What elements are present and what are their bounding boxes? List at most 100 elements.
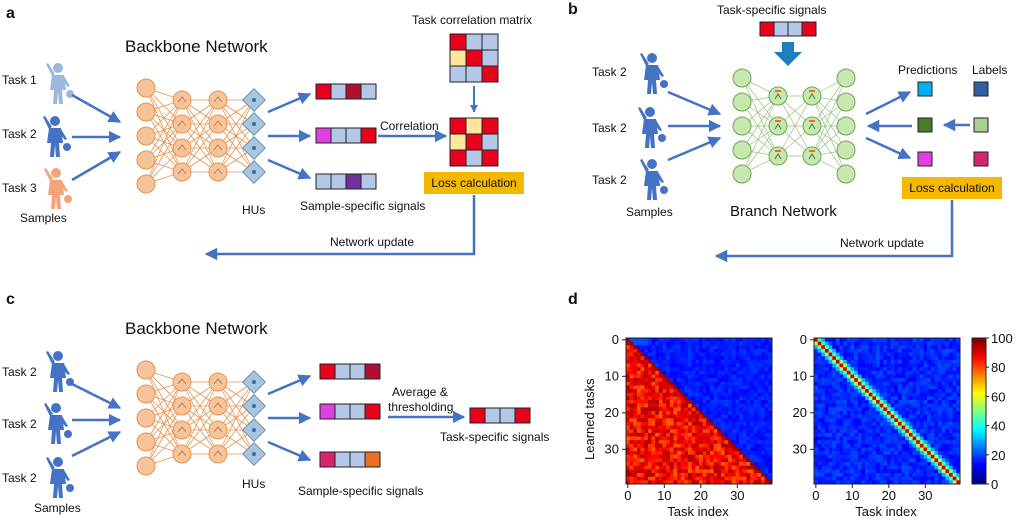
panel-c-avg-label-1: Average & (392, 385, 448, 399)
y-tick-label: 20 (605, 405, 619, 420)
task2-person-icon (43, 116, 71, 157)
panel-a-title: Backbone Network (125, 37, 268, 56)
panel-c-person-1-icon (46, 351, 74, 392)
network-node (136, 360, 156, 380)
branch-node (768, 116, 788, 136)
panel-b-task-2: Task 2 (592, 121, 627, 135)
branch-node (732, 116, 752, 136)
panel-b-person-1-icon (640, 53, 668, 94)
panel-a-task-2: Task 2 (2, 127, 37, 141)
panel-a-signals-label: Sample-specific signals (300, 199, 425, 213)
x-tick-label: 20 (694, 488, 708, 503)
branch-node (732, 164, 752, 184)
branch-node (836, 140, 856, 160)
panel-b: b Task-specific signals Task 2 Task 2 Ta… (568, 1, 1007, 263)
panel-c: c Backbone Network Task 2 Task 2 Task 2 … (2, 291, 549, 515)
label-blue (973, 81, 989, 97)
panel-c-hus-label: HUs (242, 477, 265, 491)
panel-b-person-3-icon (640, 159, 668, 200)
network-node (136, 150, 156, 170)
network-node (208, 444, 228, 464)
panel-b-person-2-icon (638, 107, 666, 148)
panel-a-task-1: Task 1 (2, 73, 37, 87)
panel-c-signal-1 (319, 363, 381, 380)
x-tick-label: 30 (918, 488, 932, 503)
network-node (136, 384, 156, 404)
panel-b-loss-label: Loss calculation (909, 181, 994, 195)
branch-node (802, 146, 822, 166)
colorbar-tick-label: 60 (991, 389, 1005, 404)
panel-b-task-1: Task 2 (592, 65, 627, 79)
colorbar-tick-label: 40 (991, 419, 1005, 434)
network-node (172, 162, 192, 182)
branch-node (768, 86, 788, 106)
task3-person-icon (44, 168, 72, 209)
panel-b-samples-label: Samples (626, 205, 673, 219)
panel-b-title: Branch Network (730, 203, 837, 220)
x-tick-label: 30 (730, 488, 744, 503)
panel-a-correlation-label: Correlation (380, 119, 439, 133)
panel-d-letter: d (568, 291, 578, 308)
down-arrow-icon (774, 42, 802, 66)
x-tick-label: 20 (882, 488, 896, 503)
panel-b-update-label: Network update (840, 236, 924, 250)
panel-b-labels-label: Labels (972, 63, 1007, 77)
y-tick-label: 0 (612, 332, 619, 347)
branch-node (836, 92, 856, 112)
panel-a-task-3: Task 3 (2, 181, 37, 195)
network-node (208, 420, 228, 440)
panel-c-signal-3 (319, 451, 381, 468)
branch-node (802, 116, 822, 136)
network-node (208, 114, 228, 134)
branch-node (732, 68, 752, 88)
branch-node (836, 164, 856, 184)
network-node (172, 372, 192, 392)
label-lightgreen (973, 117, 989, 133)
heatmap-1-xlabel: Task index (667, 504, 729, 519)
panel-c-avg-label-2: thresholding (388, 400, 453, 414)
label-crimson (973, 151, 989, 167)
heatmap-1-ylabel: Learned tasks (582, 378, 597, 460)
branch-node (768, 146, 788, 166)
network-node (172, 420, 192, 440)
panel-a-hus-label: HUs (242, 203, 265, 217)
panel-a-signal-3 (315, 173, 377, 190)
panel-c-task-1: Task 2 (2, 365, 37, 379)
panel-b-task-signals-label: Task-specific signals (717, 3, 826, 17)
panel-c-person-3-icon (46, 457, 74, 498)
panel-b-task-signal (759, 21, 817, 37)
network-node (172, 114, 192, 134)
panel-a-letter: a (6, 5, 15, 22)
x-tick-label: 10 (845, 488, 859, 503)
network-node (172, 444, 192, 464)
task-correlation-matrix-top (449, 33, 499, 83)
network-node (208, 138, 228, 158)
panel-c-letter: c (6, 291, 15, 308)
panel-b-loss-box (902, 177, 1002, 199)
y-tick-label: 10 (793, 368, 807, 383)
backbone-network-c (136, 360, 267, 476)
panel-c-task-signal (469, 407, 531, 424)
branch-node (732, 92, 752, 112)
task-correlation-matrix-updated (449, 117, 499, 167)
backbone-network-a (136, 78, 267, 194)
panel-c-task-3: Task 2 (2, 471, 37, 485)
colorbar-tick-label: 20 (991, 448, 1005, 463)
network-node (208, 90, 228, 110)
network-node (136, 78, 156, 98)
y-tick-label: 30 (793, 441, 807, 456)
heatmap-2-xlabel: Task index (855, 504, 917, 519)
x-tick-label: 0 (624, 488, 631, 503)
panel-a-loss-box (424, 172, 524, 194)
panel-c-task-signals-label: Task-specific signals (440, 430, 549, 444)
network-node (208, 372, 228, 392)
branch-node (836, 68, 856, 88)
panel-c-signal-2 (319, 403, 381, 420)
network-node (136, 456, 156, 476)
panel-c-signals-label: Sample-specific signals (298, 484, 423, 498)
panel-b-task-3: Task 2 (592, 173, 627, 187)
